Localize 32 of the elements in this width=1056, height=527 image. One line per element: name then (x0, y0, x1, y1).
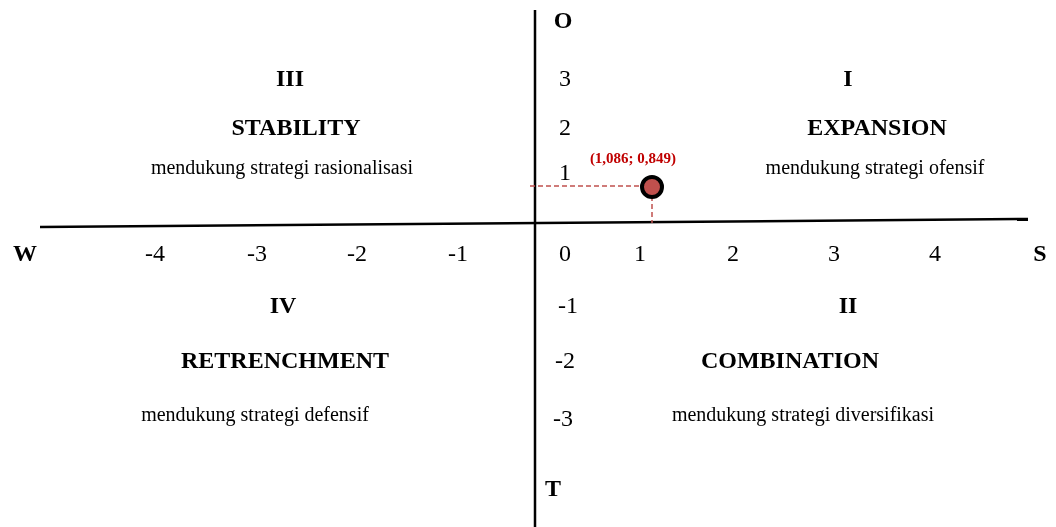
quadrant-title: STABILITY (231, 113, 361, 141)
quadrant-title: RETRENCHMENT (181, 346, 389, 374)
quadrant-title: COMBINATION (700, 346, 880, 374)
axis-label: S (1033, 239, 1047, 267)
tick-label: -1 (448, 239, 468, 267)
tick-label: 3 (559, 64, 571, 92)
quadrant-number: III (276, 64, 304, 92)
tick-label: -2 (347, 239, 367, 267)
tick-label: 3 (828, 239, 840, 267)
tick-label: 4 (929, 239, 941, 267)
quadrant-description: mendukung strategi ofensif (765, 155, 985, 179)
tick-label: -4 (145, 239, 165, 267)
tick-label: 1 (559, 158, 571, 186)
tick-label: 0 (559, 239, 571, 267)
quadrant-number: II (838, 291, 858, 319)
tick-label: 1 (634, 239, 646, 267)
axis-label: W (13, 239, 37, 267)
axis-label: T (545, 474, 561, 502)
quadrant-title: EXPANSION (807, 113, 947, 141)
quadrant-description: mendukung strategi rasionalisasi (150, 155, 414, 179)
quadrant-number: IV (269, 291, 297, 319)
point-coordinate-label: (1,086; 0,849) (589, 149, 677, 167)
quadrant-number: I (843, 64, 853, 92)
tick-label: 2 (559, 113, 571, 141)
quadrant-description: mendukung strategi diversifikasi (671, 402, 935, 426)
axis-label: O (553, 6, 573, 34)
tick-label: -3 (553, 404, 573, 432)
quadrant-description: mendukung strategi defensif (141, 402, 369, 426)
tick-label: 2 (727, 239, 739, 267)
tick-label: -1 (558, 291, 578, 319)
tick-label: -2 (555, 346, 575, 374)
tick-label: -3 (247, 239, 267, 267)
